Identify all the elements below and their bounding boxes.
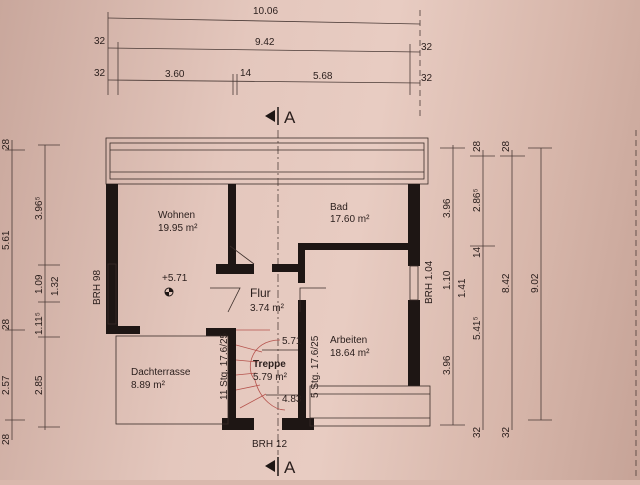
room-arbeiten: Arbeiten 18.64 m² — [330, 335, 370, 359]
room-area: 19.95 m² — [158, 223, 198, 234]
dim-segment-right: 5.68 — [313, 71, 333, 82]
dim-inner: 9.42 — [255, 37, 275, 48]
top-dimension-lines — [107, 10, 421, 120]
section-arrow-bottom-icon — [265, 460, 275, 472]
dim-left-inner-0: 3.96⁵ — [34, 196, 45, 220]
dim-right-1b: 1.41 — [457, 278, 468, 298]
dim-right-col2-3: 5.41⁵ — [472, 316, 483, 340]
dim-left-inner-2: 1.11⁵ — [34, 312, 45, 335]
dim-right-0: 3.96 — [442, 198, 453, 218]
room-treppe: Treppe 5.79 m² — [253, 359, 288, 383]
room-name: Wohnen — [158, 210, 195, 221]
dim-wall-right-2: 32 — [421, 73, 433, 84]
room-flur: Flur 3.74 m² — [250, 286, 285, 314]
room-area: 18.64 m² — [330, 348, 370, 359]
room-name: Dachterrasse — [131, 367, 191, 378]
room-bad: Bad 17.60 m² — [330, 202, 370, 225]
dim-segment-mid: 14 — [240, 68, 252, 79]
dim-right-col2-1: 2.86⁵ — [472, 188, 483, 212]
dim-right-2: 3.96 — [442, 355, 453, 375]
dim-wall-left: 32 — [94, 36, 106, 47]
balcony-bottom — [309, 385, 431, 427]
window-left — [107, 263, 117, 325]
dim-left-2: 28 — [1, 318, 12, 330]
level-marker-icon — [164, 287, 174, 297]
walls — [106, 184, 420, 430]
dim-left-inner-1: 1.09 — [34, 274, 45, 294]
room-area: 8.89 m² — [131, 380, 166, 391]
room-area: 17.60 m² — [330, 214, 370, 225]
terrace-outline — [115, 335, 229, 425]
stairs-left-label: 11 Stg. 17.6/25 — [219, 332, 230, 400]
brh-right: BRH 1.04 — [424, 260, 435, 304]
window-right — [409, 265, 419, 301]
dim-right-col2-4: 32 — [472, 426, 483, 438]
dim-left-4: 28 — [1, 433, 12, 445]
dim-overall: 10.06 — [253, 6, 278, 17]
left-dimension-lines — [5, 140, 60, 440]
dim-left-1: 5.61 — [1, 230, 12, 250]
dim-left-3: 2.57 — [1, 375, 12, 395]
room-name: Treppe — [253, 359, 286, 370]
brh-left: BRH 98 — [92, 270, 103, 305]
balcony-top — [105, 137, 429, 185]
dim-right-col3-1: 8.42 — [501, 273, 512, 293]
dim-left-inner-3: 2.85 — [34, 375, 45, 395]
level-wohnen: +5.71 — [162, 273, 188, 284]
section-arrow-top-icon — [265, 110, 275, 122]
stairs-right-label: 5 Stg. 17.6/25 — [310, 335, 321, 398]
dim-left-window: 1.32 — [50, 276, 61, 296]
dim-right-col3-2: 32 — [501, 426, 512, 438]
door-swing-right — [299, 287, 326, 312]
dim-right-1: 1.10 — [442, 270, 453, 290]
room-area: 5.79 m² — [253, 372, 288, 383]
room-dachterrasse: Dachterrasse 8.89 m² — [131, 367, 191, 391]
right-dimension-lines — [440, 145, 552, 430]
door-swing-top — [229, 245, 255, 265]
dim-segment-left: 3.60 — [165, 69, 185, 80]
room-name: Arbeiten — [330, 335, 367, 346]
dim-wall-left-2: 32 — [94, 68, 106, 79]
door-swing-left — [210, 287, 241, 313]
room-name: Bad — [330, 202, 348, 213]
dim-right-col4-0: 9.02 — [530, 273, 541, 293]
section-label-top: A — [284, 108, 296, 127]
dim-right-col2-0: 28 — [472, 140, 483, 152]
room-area: 3.74 m² — [250, 303, 285, 314]
brh-bottom: BRH 12 — [252, 439, 287, 450]
room-name: Flur — [250, 286, 271, 300]
dim-right-col2-2: 14 — [472, 246, 483, 258]
stair-bottom-level: 4.83 — [282, 394, 302, 405]
section-label-bottom: A — [284, 458, 296, 477]
dim-right-col3-0: 28 — [501, 140, 512, 152]
stair-top-level: 5.71 — [282, 336, 302, 347]
dim-left-0: 28 — [1, 138, 12, 150]
dim-wall-right: 32 — [421, 42, 433, 53]
room-wohnen: Wohnen 19.95 m² — [158, 210, 198, 234]
